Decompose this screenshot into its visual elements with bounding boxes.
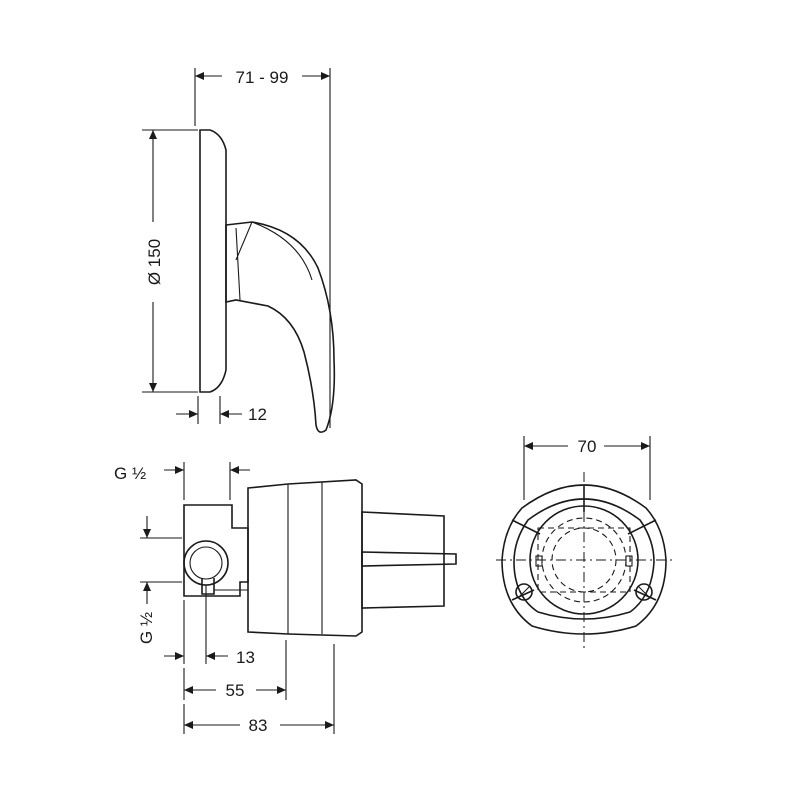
dimension-70: 70 xyxy=(523,436,651,500)
dimension-13-label: 13 xyxy=(236,648,255,667)
cartridge-body xyxy=(361,511,445,609)
hidden-square xyxy=(537,527,631,593)
dimension-83-label: 83 xyxy=(249,716,268,735)
dimension-55: 55 xyxy=(183,640,287,700)
dimension-g-half-side-label: G ½ xyxy=(137,612,156,644)
dimension-12-label: 12 xyxy=(248,405,267,424)
outer-ring xyxy=(501,484,667,635)
dimension-diameter-150: Ø 150 xyxy=(142,129,198,393)
lever-handle xyxy=(225,221,336,433)
dimension-71-99-label: 71 - 99 xyxy=(236,68,289,87)
dimension-13: 13 xyxy=(164,585,255,667)
inner-ring xyxy=(513,498,655,620)
dimension-12: 12 xyxy=(176,396,267,424)
dimension-71-99: 71 - 99 xyxy=(194,64,331,428)
side-view xyxy=(199,129,336,433)
dimension-diameter-150-label: Ø 150 xyxy=(145,239,164,285)
connection-nipple xyxy=(201,578,215,595)
front-view xyxy=(496,472,672,652)
dimension-83: 83 xyxy=(183,644,335,735)
dimension-g-half-top: G ½ xyxy=(114,462,250,500)
cartridge-flange xyxy=(247,479,363,637)
screw-left xyxy=(515,583,533,601)
valve-body-side-view xyxy=(183,479,457,637)
rosette-plate xyxy=(199,129,227,393)
pipe-connection xyxy=(183,540,229,586)
screw-right xyxy=(635,583,653,601)
lever-handle-edge xyxy=(235,221,253,301)
dimension-g-half-side: G ½ xyxy=(137,516,182,644)
dimension-55-label: 55 xyxy=(226,681,245,700)
dimension-g-half-top-label: G ½ xyxy=(114,464,146,483)
spindle xyxy=(361,551,457,567)
dimension-70-label: 70 xyxy=(578,437,597,456)
cartridge-outline xyxy=(529,505,639,615)
